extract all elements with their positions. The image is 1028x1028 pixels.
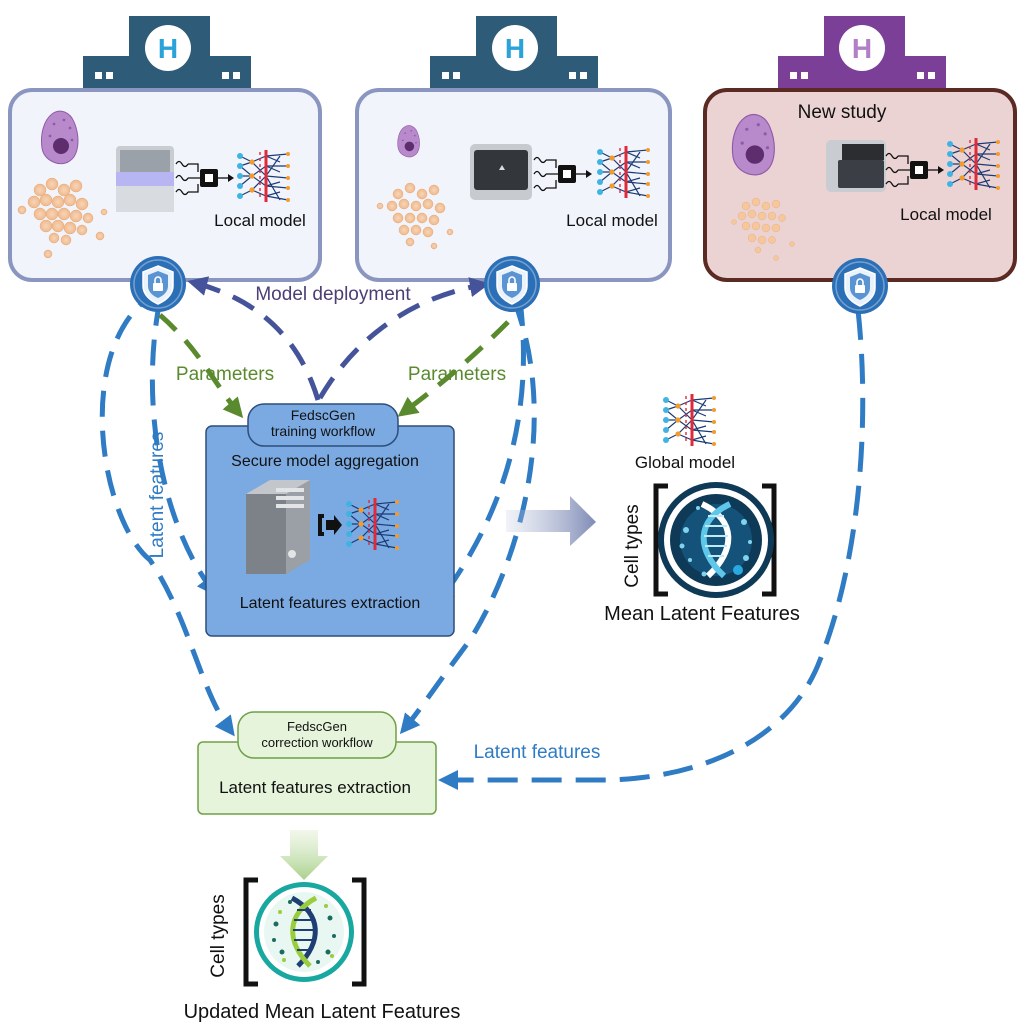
neural-network-icon [661,392,718,448]
hospital-badge: H [852,33,872,64]
to-global-model-arrow [506,496,596,546]
training-tab-line2: training workflow [271,423,376,439]
cell-cluster-icon [17,177,108,259]
hospital-new-study: H New study Local model [703,16,1017,282]
hospital-badge: H [505,33,525,64]
cell-cluster-icon [376,182,454,250]
dna-icon [254,882,354,982]
local-model-label: Local model [566,211,658,230]
flow-arrows [99,276,866,790]
cell-types-label: Cell types [208,894,229,977]
local-model-label: Local model [214,211,306,230]
cell-icon [731,113,775,176]
parameters-left-label: Parameters [176,364,274,385]
hospital-building-icon: H [83,16,251,90]
to-updated-features-arrow [280,830,328,880]
updated-mean-latent-features: Cell types Updated Mean Latent Features [184,877,461,1023]
global-model-label: Global model [635,453,735,472]
cell-types-label: Cell types [622,504,643,587]
training-box-footer: Latent features extraction [240,595,421,612]
cell-icon [40,110,79,165]
model-deployment-left-arrow [187,276,321,401]
correction-workflow-box: FedscGen correction workflow Latent feat… [197,711,437,815]
latent-features-right-label: Latent features [474,742,601,763]
site2-to-correction-arrow [399,299,537,735]
correction-tab-line1: FedscGen [287,719,347,734]
correction-tab-line2: correction workflow [261,735,373,750]
hospital-2: H Local model [355,16,672,282]
server-icon [246,480,310,574]
training-tab-line1: FedscGen [291,407,356,423]
parameters-right-label: Parameters [408,364,506,385]
dna-icon [658,482,774,598]
deploy-icon [318,514,342,536]
local-model-label: Local model [900,205,992,224]
correction-box-body: Latent features extraction [219,778,411,797]
hospital-building-icon: H [430,16,598,90]
new-study-latent-arrow [438,309,866,790]
model-deployment-label: Model deployment [255,284,411,305]
site1-to-training-arrow [149,299,217,597]
sequencer-icon [470,144,532,200]
right-bracket [352,877,367,987]
global-model: Global model Cell types Mean Latent Feat… [604,392,800,625]
mean-latent-features-caption: Mean Latent Features [604,603,800,625]
left-bracket [243,877,258,987]
hospital-1: H Local model [8,16,322,282]
site2-to-training-arrow [435,299,526,607]
correction-workflow-tab [237,711,397,759]
new-study-title: New study [798,102,887,123]
updated-mean-latent-features-caption: Updated Mean Latent Features [184,1001,461,1023]
latent-features-left-arrow [99,287,235,737]
latent-features-left-label: Latent features [147,432,168,559]
training-workflow-box: FedscGen training workflow Secure model … [205,403,455,637]
lock-shield-icon [129,255,187,313]
cell-icon [397,125,420,158]
sequencer-icon [826,140,886,192]
training-box-title: Secure model aggregation [231,453,419,470]
cell-cluster-icon [731,197,795,261]
parameters-right-arrow [397,320,510,417]
hospital-building-icon: H [778,16,946,90]
hospital-badge: H [158,33,178,64]
lock-shield-icon [483,255,541,313]
training-workflow-tab [247,403,399,447]
parameters-left-arrow [158,313,244,419]
sequencer-icon [116,146,174,212]
lock-shield-icon [831,257,889,315]
left-bracket [653,483,668,597]
